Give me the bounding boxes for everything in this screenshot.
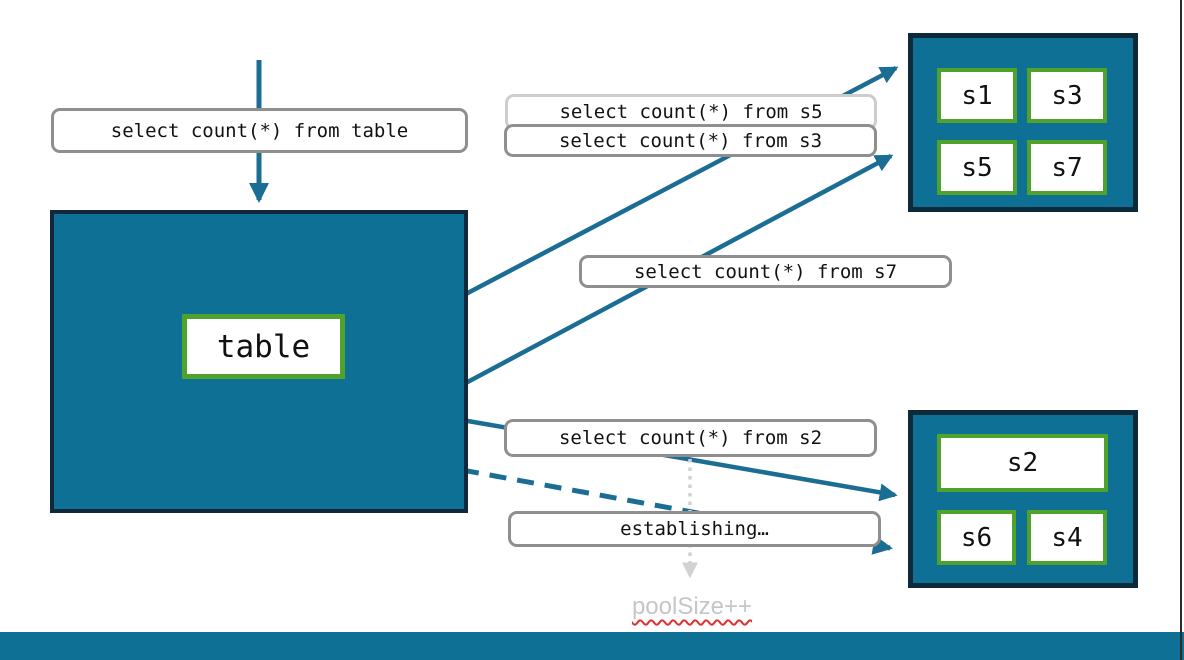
shard-label: s7 — [1051, 152, 1083, 183]
shard-cell-s3: s3 — [1027, 68, 1107, 123]
query-text: establishing… — [620, 518, 769, 540]
shard-cell-s1: s1 — [937, 68, 1017, 123]
shard-group-bottom: s2 s6 s4 — [908, 410, 1138, 588]
query-label-s3: select count(*) from s3 — [504, 124, 877, 157]
query-text: select count(*) from s2 — [558, 427, 823, 449]
poolsize-text: poolSize++ — [631, 593, 753, 620]
shard-label: s5 — [961, 152, 993, 183]
poolsize-annotation: poolSize++ — [606, 593, 778, 621]
slide-right-edge-line — [1180, 0, 1182, 660]
query-text: select count(*) from s5 — [559, 101, 823, 123]
shard-cell-s5: s5 — [937, 140, 1017, 195]
shard-cell-s2: s2 — [937, 434, 1108, 492]
query-text: select count(*) from s7 — [633, 260, 898, 283]
query-label-table: select count(*) from table — [51, 108, 468, 153]
query-label-establishing: establishing… — [508, 511, 881, 547]
query-label-s7: select count(*) from s7 — [579, 255, 952, 288]
arrow-dashed-establishing-connection — [461, 467, 893, 555]
shard-cell-s7: s7 — [1027, 140, 1107, 195]
shard-label: s1 — [961, 80, 993, 111]
shard-cell-s6: s6 — [937, 510, 1016, 565]
table-cell-label: table — [216, 328, 311, 365]
query-text: select count(*) from s3 — [558, 129, 823, 152]
shard-label: s2 — [1006, 448, 1039, 478]
slide-footer-bar — [0, 632, 1184, 660]
main-table-box: table — [50, 210, 468, 513]
query-label-s2: select count(*) from s2 — [504, 419, 877, 457]
shard-label: s4 — [1051, 522, 1083, 553]
shard-label: s3 — [1051, 80, 1083, 111]
shard-group-top: s1 s3 s5 s7 — [908, 33, 1138, 212]
shard-label: s6 — [960, 522, 993, 553]
table-cell: table — [182, 314, 345, 379]
shard-cell-s4: s4 — [1027, 510, 1107, 565]
query-text: select count(*) from table — [110, 119, 409, 142]
